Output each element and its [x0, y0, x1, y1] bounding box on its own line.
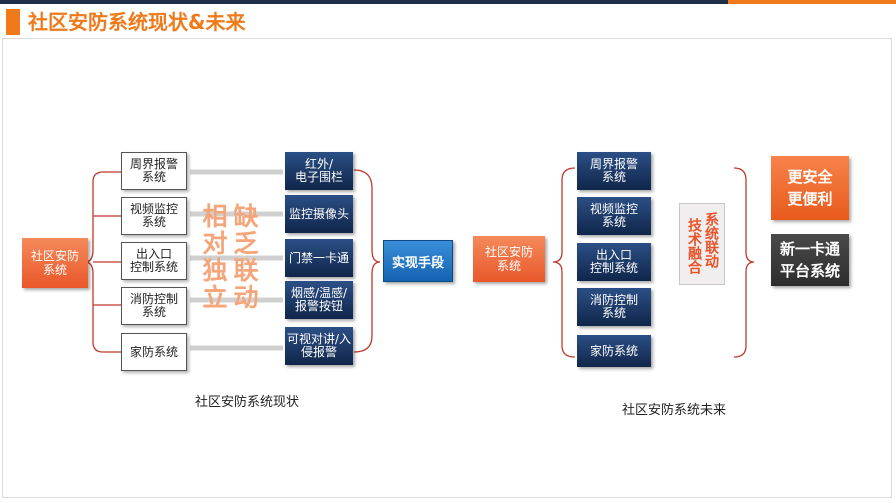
title-marker	[6, 9, 20, 35]
result-safer: 更安全	[787, 168, 833, 186]
left-subsystem-perimeter-alarm: 周界报警 系统	[121, 152, 187, 190]
top-bar-accent	[728, 0, 896, 4]
right-subsystem-video-surveillance: 视频监控 系统	[577, 197, 651, 235]
means-smoke-heat-alarm: 烟感/温感/ 报警按钮	[285, 281, 353, 319]
means-camera: 监控摄像头	[285, 195, 353, 233]
right-subsystem-perimeter-alarm: 周界报警 系统	[577, 152, 651, 190]
left-subsystem-home-security: 家防系统	[121, 333, 187, 371]
right-subsystem-fire-control: 消防控制 系统	[577, 288, 651, 326]
left-subsystem-access-control: 出入口 控制系统	[121, 242, 187, 280]
result-new-card-platform: 新一卡通 平台系统	[771, 234, 849, 286]
right-caption: 社区安防系统未来	[622, 403, 727, 418]
means-infrared-fence: 红外/ 电子围栏	[285, 152, 353, 190]
implementation-means: 实现手段	[383, 240, 453, 282]
left-caption: 社区安防系统现状	[195, 395, 300, 410]
page-title: 社区安防系统现状&未来	[28, 10, 246, 34]
left-subsystem-fire-control: 消防控制 系统	[121, 287, 187, 325]
right-subsystem-home-security: 家防系统	[577, 335, 651, 367]
result-convenient: 更便利	[787, 190, 833, 208]
tech-label-linkage: 系统联动	[703, 212, 719, 268]
left-subsystem-video-surveillance: 视频监控 系统	[121, 197, 187, 235]
content-frame	[2, 38, 892, 498]
result-new-card: 新一卡通	[779, 240, 840, 258]
right-root-node: 社区安防 系统	[473, 236, 545, 282]
left-root-node: 社区安防 系统	[22, 238, 88, 288]
result-safer-convenient: 更安全 更便利	[771, 156, 849, 220]
result-platform: 平台系统	[779, 262, 840, 280]
overlay-lack-of-linkage: 缺乏联动	[230, 203, 259, 311]
top-bar-dark	[0, 0, 728, 4]
right-subsystem-access-control: 出入口 控制系统	[577, 243, 651, 281]
tech-label-fusion: 技术融合	[686, 218, 702, 274]
means-video-intercom: 可视对讲/入 侵报警	[285, 327, 353, 365]
tech-fusion-box: 系统联动 技术融合	[679, 203, 725, 285]
means-access-card: 门禁一卡通	[285, 239, 353, 277]
overlay-relatively-independent: 相对独立	[199, 203, 228, 311]
